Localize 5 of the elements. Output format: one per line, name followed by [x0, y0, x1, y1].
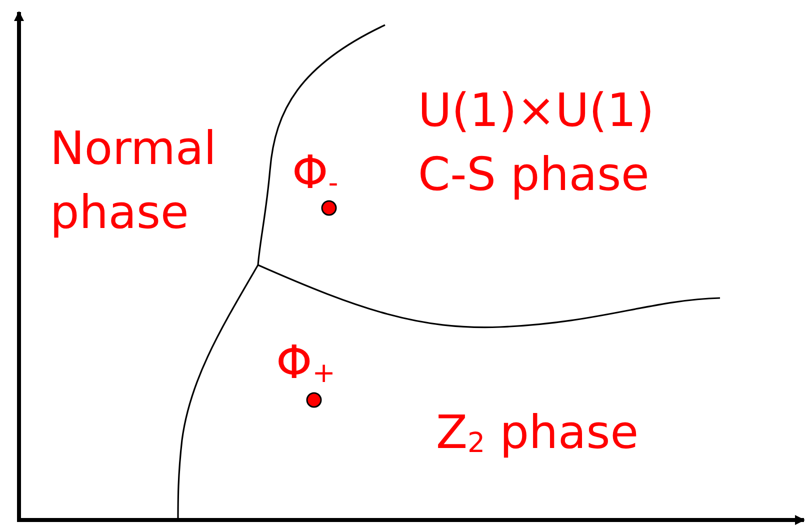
point-label: Φ$_{-}$ — [292, 144, 340, 202]
phase-label: U(1)×U(1) C-S phase — [418, 82, 656, 203]
phase-label: Normal phase — [50, 120, 218, 241]
point-label: Φ$_{+}$ — [276, 334, 336, 392]
phase-label: Z$_{2}$ phase — [436, 404, 640, 462]
